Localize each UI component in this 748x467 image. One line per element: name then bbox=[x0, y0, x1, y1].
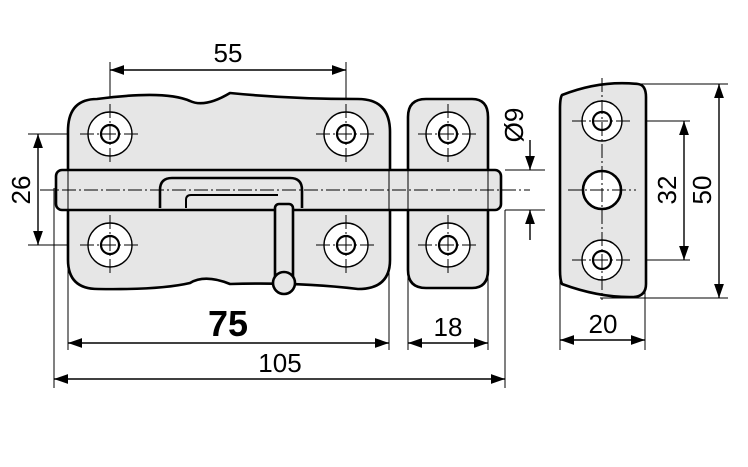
dimension-label: 18 bbox=[434, 312, 463, 342]
dimension-label: 55 bbox=[214, 38, 243, 68]
dimension-label: 20 bbox=[589, 309, 618, 339]
dimension-75: 75 bbox=[68, 303, 389, 348]
dimension-label: Ø9 bbox=[499, 108, 529, 143]
dimension-label: 32 bbox=[652, 176, 682, 205]
dimension-label: 50 bbox=[687, 176, 717, 205]
bolt-handle bbox=[273, 202, 295, 284]
dimension-label: 75 bbox=[208, 303, 248, 344]
bolt-guide-slot bbox=[158, 176, 304, 208]
dimension-105: 105 bbox=[54, 348, 505, 384]
dimension-20: 20 bbox=[560, 309, 645, 345]
bolt-knob bbox=[271, 270, 297, 296]
dimension-label: 105 bbox=[258, 348, 301, 378]
dimension-32: 32 bbox=[652, 121, 689, 260]
dimension-50: 50 bbox=[687, 84, 724, 298]
dimension-18: 18 bbox=[408, 312, 488, 348]
bolt-guide-slot-inner bbox=[185, 194, 278, 208]
dimension-diameter-9: Ø9 bbox=[499, 108, 535, 240]
dimension-26: 26 bbox=[6, 134, 43, 245]
center-lines bbox=[40, 78, 636, 300]
dimension-label: 26 bbox=[6, 176, 36, 205]
dimension-55: 55 bbox=[110, 38, 346, 75]
